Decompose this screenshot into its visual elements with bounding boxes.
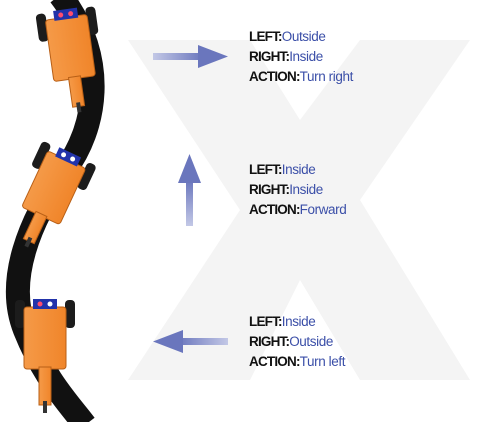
left-value: Inside — [281, 314, 316, 329]
action-row: ACTION:Turn left — [249, 352, 345, 372]
robot-caster — [43, 401, 47, 413]
state-turn-left: LEFT:Inside RIGHT:Outside ACTION:Turn le… — [249, 312, 345, 372]
robot-body — [45, 14, 96, 82]
right-sensor-row: RIGHT:Inside — [249, 47, 353, 67]
left-sensor-row: LEFT:Inside — [249, 312, 345, 332]
action-label: ACTION: — [249, 354, 300, 369]
left-label: LEFT: — [249, 162, 283, 177]
robot-bottom — [15, 299, 75, 413]
robot-wheel — [35, 13, 49, 42]
robot-middle — [22, 141, 96, 248]
left-value: Inside — [281, 162, 316, 177]
robot-caster — [24, 236, 33, 248]
right-label: RIGHT: — [249, 182, 290, 197]
state-forward: LEFT:Inside RIGHT:Inside ACTION:Forward — [249, 160, 347, 220]
action-label: ACTION: — [249, 202, 300, 217]
up-arrow-icon — [178, 154, 201, 226]
state-turn-right: LEFT:Outside RIGHT:Inside ACTION:Turn ri… — [249, 27, 353, 87]
robot-sensor-led — [58, 12, 64, 18]
robot-top — [35, 6, 99, 113]
left-label: LEFT: — [249, 29, 283, 44]
robot-wheel — [77, 163, 96, 191]
action-label: ACTION: — [249, 69, 300, 84]
right-sensor-row: RIGHT:Inside — [249, 180, 346, 200]
robot-sensor-led — [70, 156, 76, 162]
action-value: Forward — [299, 202, 347, 217]
robot-sensor-board — [53, 7, 79, 21]
robot-sensor-led — [47, 301, 53, 307]
right-arrow-icon — [153, 45, 228, 68]
robot-tail — [38, 366, 52, 406]
robot-sensor-led — [37, 301, 43, 307]
right-label: RIGHT: — [249, 49, 290, 64]
robot-sensor-board — [55, 147, 82, 167]
robot-sensor-led — [68, 11, 74, 17]
right-value: Inside — [289, 49, 323, 64]
right-value: Outside — [289, 334, 333, 349]
robot-sensor-led — [61, 152, 67, 158]
robot-caster — [76, 102, 82, 113]
robot-wheel — [15, 300, 25, 328]
right-sensor-row: RIGHT:Outside — [249, 332, 345, 352]
action-row: ACTION:Turn right — [249, 67, 353, 87]
left-value: Outside — [281, 29, 326, 44]
left-label: LEFT: — [249, 314, 283, 329]
robot-wheel — [65, 300, 75, 328]
action-value: Turn left — [299, 354, 346, 369]
action-row: ACTION:Forward — [249, 200, 347, 220]
right-label: RIGHT: — [249, 334, 290, 349]
left-sensor-row: LEFT:Inside — [249, 160, 346, 180]
robot-body — [23, 306, 67, 370]
left-arrow-icon — [153, 330, 228, 353]
action-value: Turn right — [299, 69, 354, 84]
left-sensor-row: LEFT:Outside — [249, 27, 353, 47]
right-value: Inside — [289, 182, 323, 197]
background-watermark — [128, 40, 470, 380]
robot-sensor-board — [33, 299, 57, 309]
robot-wheel — [32, 141, 51, 169]
